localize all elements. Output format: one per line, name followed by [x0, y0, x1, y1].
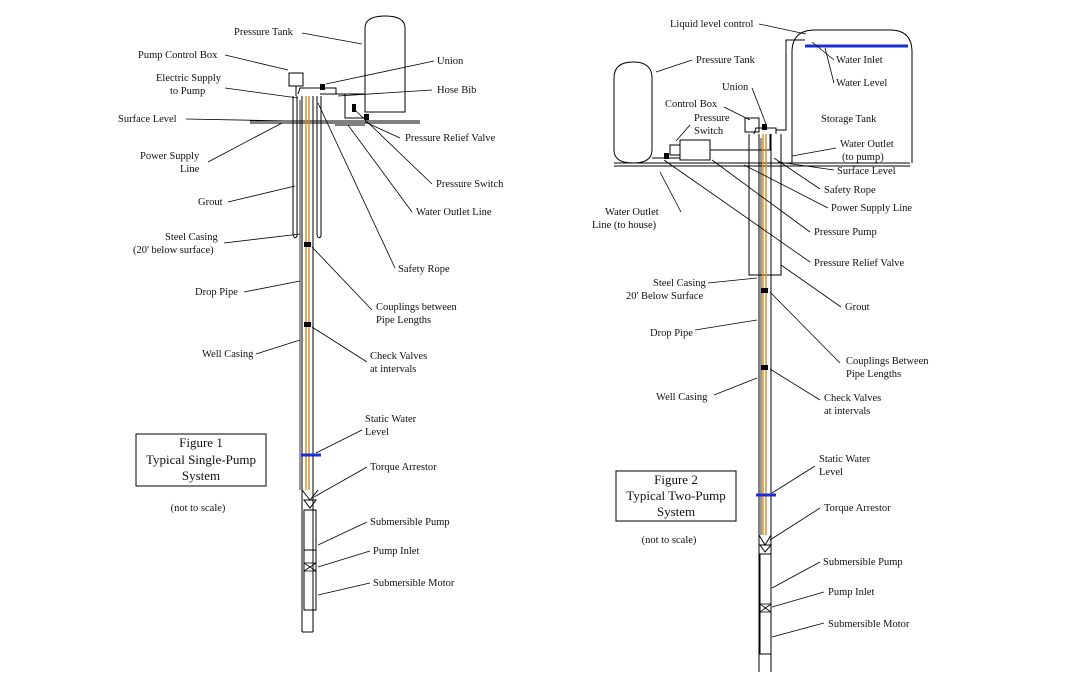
fig1-caption-box [135, 433, 267, 487]
fig1-submersible-pump [303, 509, 317, 611]
fig1-caption-line2: Typical Single-Pump [146, 452, 256, 467]
figure2-caption: Figure 2 Typical Two-Pump System (not to… [615, 470, 737, 546]
figure1-drawing [250, 15, 420, 633]
fig1-label-union: Union [437, 56, 464, 67]
fig2-label-check-valves-2: at intervals [824, 406, 870, 417]
fig2-torque-arrestor [758, 534, 772, 546]
fig2-label-pressure-switch-2: Switch [694, 126, 724, 137]
fig1-pump-control-box [288, 72, 304, 87]
fig2-label-torque-arrestor: Torque Arrestor [824, 503, 891, 514]
fig2-grout [748, 134, 782, 276]
fig2-label-well-casing: Well Casing [656, 392, 708, 403]
fig1-pump-inlet [303, 562, 317, 572]
fig1-label-power-supply-1: Power Supply [140, 151, 200, 162]
fig1-label-pressure-relief-valve: Pressure Relief Valve [405, 133, 496, 144]
fig1-label-electric-supply-2: to Pump [170, 86, 205, 97]
fig1-label-surface-level: Surface Level [118, 114, 177, 125]
fig2-label-static-water-2: Level [819, 467, 843, 478]
fig1-label-submersible-pump: Submersible Pump [370, 517, 450, 528]
fig2-label-submersible-pump: Submersible Pump [823, 557, 903, 568]
fig2-caption-box [615, 470, 737, 522]
fig2-label-power-supply-line: Power Supply Line [831, 203, 912, 214]
figure1-caption: Figure 1 Typical Single-Pump System (not… [135, 433, 267, 514]
fig2-label-water-outlet-1: Water Outlet [840, 139, 894, 150]
fig2-label-check-valves-1: Check Valves [824, 393, 881, 404]
fig2-label-water-inlet: Water Inlet [836, 55, 883, 66]
figure2-leaders [655, 23, 842, 638]
fig1-grout-left [292, 96, 298, 239]
fig2-label-pressure-tank: Pressure Tank [696, 55, 756, 66]
fig2-label-grout: Grout [845, 302, 870, 313]
fig1-label-couplings-2: Pipe Lengths [376, 315, 431, 326]
fig1-not-to-scale: (not to scale) [171, 503, 226, 514]
fig1-check-valve [304, 322, 311, 327]
fig2-control-box [744, 117, 760, 133]
fig2-check-valve [761, 365, 768, 370]
fig1-label-check-valves-1: Check Valves [370, 351, 427, 362]
fig1-caption-line1: Figure 1 [179, 435, 223, 450]
figure1-labels: Pressure Tank Pump Control Box Electric … [118, 27, 504, 589]
fig2-label-water-outlet-house-2: Line (to house) [592, 220, 657, 231]
fig1-label-drop-pipe: Drop Pipe [195, 287, 238, 298]
figure2-labels: Liquid level control Pressure Tank Union… [592, 19, 929, 630]
fig1-label-submersible-motor: Submersible Motor [373, 578, 455, 589]
fig2-label-drop-pipe: Drop Pipe [650, 328, 693, 339]
fig2-label-pump-inlet: Pump Inlet [828, 587, 874, 598]
fig2-label-couplings-1: Couplings Between [846, 356, 929, 367]
fig2-not-to-scale: (not to scale) [642, 535, 697, 546]
fig1-label-steel-casing-1: Steel Casing [165, 232, 219, 243]
figure1-leaders [185, 32, 435, 596]
fig2-label-pressure-switch-1: Pressure [694, 113, 730, 124]
fig2-label-couplings-2: Pipe Lengths [846, 369, 901, 380]
fig2-label-safety-rope: Safety Rope [824, 185, 876, 196]
fig1-label-pressure-switch: Pressure Switch [436, 179, 504, 190]
fig1-label-well-casing: Well Casing [202, 349, 254, 360]
fig1-label-power-supply-2: Line [180, 164, 200, 175]
fig1-label-steel-casing-2: (20' below surface) [133, 245, 214, 256]
fig1-label-water-outlet-line: Water Outlet Line [416, 207, 492, 218]
fig1-torque-arrestor [301, 489, 319, 501]
fig1-label-hose-bib: Hose Bib [437, 85, 476, 96]
fig1-label-pump-inlet: Pump Inlet [373, 546, 419, 557]
fig1-label-torque-arrestor: Torque Arrestor [370, 462, 437, 473]
fig2-pump-inlet [759, 603, 772, 613]
fig2-caption-line2: Typical Two-Pump [626, 488, 725, 503]
fig2-label-liquid-level-control: Liquid level control [670, 19, 753, 30]
fig2-label-surface-level: Surface Level [837, 166, 896, 177]
fig2-label-control-box: Control Box [665, 99, 718, 110]
fig1-pressure-tank [364, 15, 406, 113]
fig1-coupling [304, 242, 311, 247]
fig1-label-pressure-tank: Pressure Tank [234, 27, 294, 38]
fig2-storage-tank [791, 29, 913, 163]
fig2-label-water-outlet-house-1: Water Outlet [605, 207, 659, 218]
fig2-label-storage-tank: Storage Tank [821, 114, 877, 125]
fig2-label-submersible-motor: Submersible Motor [828, 619, 910, 630]
fig1-grout-right [316, 96, 322, 239]
fig1-caption-line3: System [182, 468, 220, 483]
fig1-label-electric-supply-1: Electric Supply [156, 73, 222, 84]
fig1-label-check-valves-2: at intervals [370, 364, 416, 375]
fig2-caption-line3: System [657, 504, 695, 519]
fig1-label-safety-rope: Safety Rope [398, 264, 450, 275]
fig1-label-grout: Grout [198, 197, 223, 208]
fig2-label-union: Union [722, 82, 749, 93]
fig2-label-water-level: Water Level [836, 78, 887, 89]
fig2-pressure-pump [679, 139, 711, 161]
fig1-label-static-water-1: Static Water [365, 414, 417, 425]
fig1-wellhead [297, 87, 337, 95]
fig2-coupling [761, 288, 768, 293]
fig1-label-couplings-1: Couplings between [376, 302, 458, 313]
fig2-label-pressure-pump: Pressure Pump [814, 227, 877, 238]
fig2-label-pressure-relief-valve: Pressure Relief Valve [814, 258, 905, 269]
fig2-caption-line1: Figure 2 [654, 472, 698, 487]
fig2-label-steel-casing-2: 20' Below Surface [626, 291, 703, 302]
figure2-drawing [613, 29, 913, 672]
fig1-label-static-water-2: Level [365, 427, 389, 438]
fig2-pressure-tank [613, 61, 653, 164]
fig1-label-pump-control-box: Pump Control Box [138, 50, 218, 61]
fig2-label-water-outlet-2: (to pump) [842, 152, 884, 163]
fig2-label-static-water-1: Static Water [819, 454, 871, 465]
fig2-label-steel-casing-1: Steel Casing [653, 278, 707, 289]
